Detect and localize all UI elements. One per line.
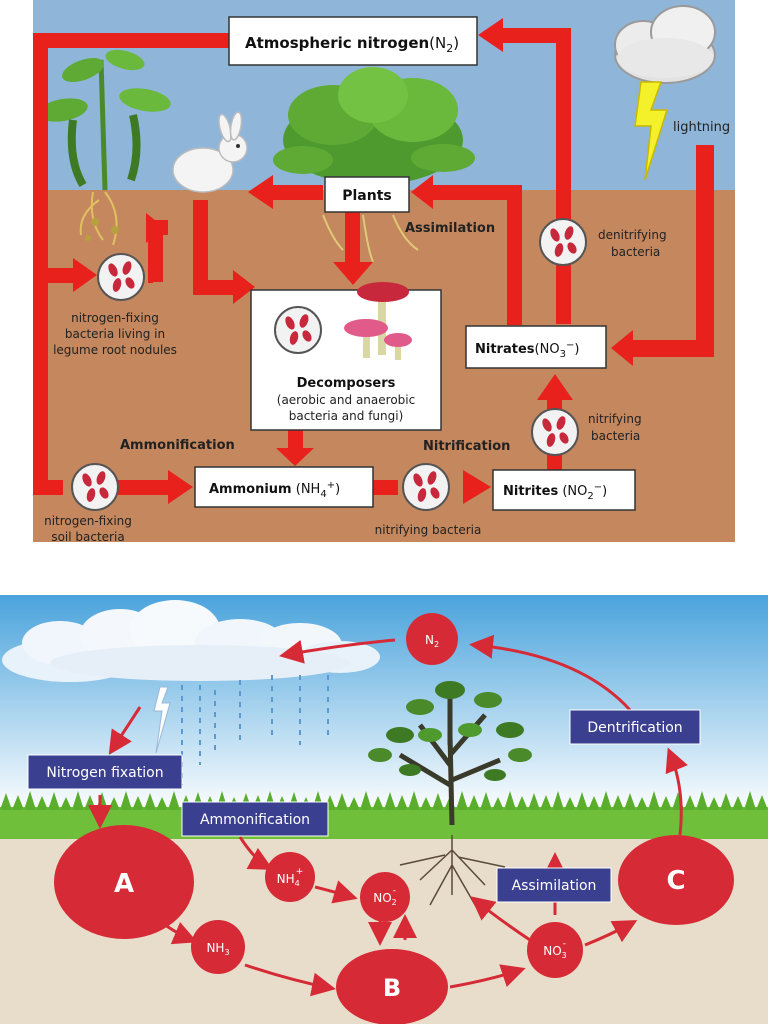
top-nitrogen-cycle-diagram: Atmospheric nitrogen(N2) lightning Plant… <box>33 0 735 542</box>
ammonium-label: Ammonium (NH4+) <box>209 480 340 500</box>
legume-plant-icon <box>38 49 171 246</box>
decomposers-sub-line1: (aerobic and anaerobic <box>277 393 415 407</box>
nitrites-box: Nitrites (NO2−) <box>492 469 636 511</box>
bottom-nitrogen-cycle-diagram: N2 Nitrogen fixation Ammonification Dent… <box>0 595 768 1024</box>
plants-label: Plants <box>342 188 392 204</box>
nh4-label: NH4+ <box>277 867 304 888</box>
nitrites-label: Nitrites (NO2−) <box>503 482 607 502</box>
atmospheric-nitrogen-label: Atmospheric nitrogen(N2) <box>245 34 459 55</box>
decomposers-label: Decomposers <box>297 376 396 391</box>
nh3-label: NH3 <box>206 941 229 957</box>
no2-node: NO2- <box>360 872 410 922</box>
node-a-label: A <box>114 869 134 899</box>
legume-bacteria-label-line1: nitrogen-fixing <box>71 311 159 325</box>
no3-node: NO3- <box>527 922 583 978</box>
nitrifying-right-line1: nitrifying <box>588 412 642 426</box>
no2-label: NO2- <box>373 886 397 907</box>
cycle-arrows <box>88 634 688 997</box>
n2-node: N2 <box>406 613 458 665</box>
denitrifying-bacteria-icon <box>539 218 587 266</box>
decomposer-bacteria-icon <box>274 306 322 354</box>
lightning-label: lightning <box>673 120 730 135</box>
nitrifying-bottom-label: nitrifying bacteria <box>375 523 482 537</box>
node-a: A <box>54 825 194 939</box>
node-b-label: B <box>383 974 401 1002</box>
nitrifying-bacteria-bottom-icon <box>402 463 450 511</box>
decomposers-box: Decomposers (aerobic and anaerobic bacte… <box>250 282 442 431</box>
node-c-label: C <box>666 866 685 896</box>
legume-nodule-bacteria-icon <box>97 253 145 301</box>
assimilation-label-box: Assimilation <box>496 867 612 903</box>
nitrogen-fixation-label-box: Nitrogen fixation <box>27 754 183 790</box>
nh3-node: NH3 <box>191 920 245 974</box>
atmospheric-nitrogen-box: Atmospheric nitrogen(N2) <box>228 16 478 66</box>
dentrification-label-box: Dentrification <box>569 709 701 745</box>
node-b: B <box>336 949 448 1024</box>
legume-bacteria-label-line2: bacteria living in <box>65 327 165 341</box>
nitrates-box: Nitrates(NO3−) <box>465 325 607 369</box>
decomposers-sub-line2: bacteria and fungi) <box>289 409 404 423</box>
soil-bacteria-label-line2: soil bacteria <box>51 530 124 542</box>
nitrifying-bacteria-right-icon <box>531 408 579 456</box>
ammonification-label: Ammonification <box>120 438 235 453</box>
tree-icon <box>368 681 532 911</box>
soil-bacteria-icon <box>71 463 119 511</box>
assimilation-label: Assimilation <box>405 221 495 236</box>
rabbit-icon <box>172 111 248 193</box>
node-c: C <box>618 835 734 925</box>
lightning-bolt-icon <box>634 81 669 181</box>
storm-cloud-icon <box>614 5 716 84</box>
nitrifying-right-line2: bacteria <box>591 429 640 443</box>
nitrates-label: Nitrates(NO3−) <box>475 340 579 360</box>
legume-bacteria-label-line3: legume root nodules <box>53 343 177 357</box>
no3-label: NO3- <box>543 939 567 960</box>
denitrifying-label-line1: denitrifying <box>598 228 667 242</box>
denitrifying-label-line2: bacteria <box>611 245 660 259</box>
soil-bacteria-label-line1: nitrogen-fixing <box>44 514 132 528</box>
assimilation-label: Assimilation <box>512 878 597 894</box>
plant-bush-icon <box>273 67 475 263</box>
dentrification-label: Dentrification <box>587 720 682 736</box>
rain-drops <box>181 675 329 785</box>
ammonification-label: Ammonification <box>200 812 310 828</box>
plants-box: Plants <box>324 176 410 213</box>
ammonification-label-box: Ammonification <box>181 801 329 837</box>
nh4-node: NH4+ <box>265 852 315 902</box>
mushroom-icon <box>344 282 412 360</box>
n2-label: N2 <box>425 633 439 649</box>
lightning-icon <box>153 686 171 754</box>
nitrification-label: Nitrification <box>423 439 510 454</box>
nitrogen-fixation-label: Nitrogen fixation <box>46 765 163 781</box>
ammonium-box: Ammonium (NH4+) <box>194 466 374 508</box>
